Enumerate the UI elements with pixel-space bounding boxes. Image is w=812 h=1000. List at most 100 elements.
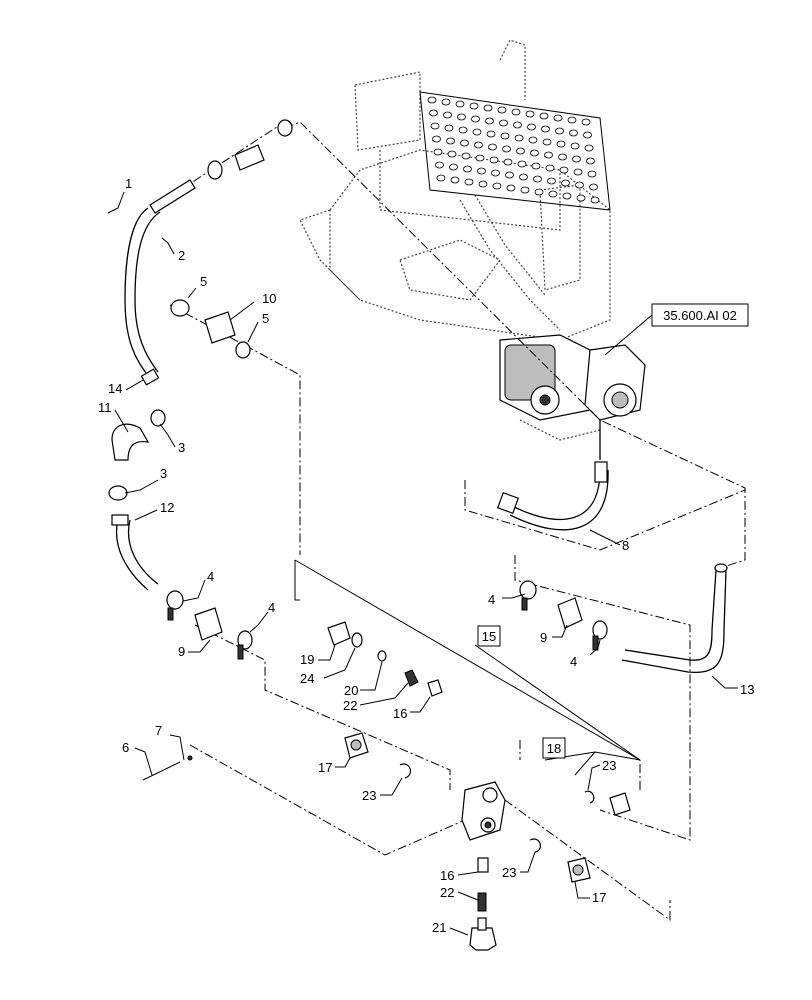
callout-5-upper[interactable]: 5	[200, 274, 207, 289]
callout-7[interactable]: 7	[155, 723, 162, 738]
plate-hole	[435, 161, 444, 169]
callout-3-lower[interactable]: 3	[160, 466, 167, 481]
plate-hole	[446, 137, 455, 145]
callout-24[interactable]: 24	[300, 671, 314, 686]
callout-22-lower[interactable]: 22	[440, 885, 454, 900]
plate-hole	[527, 123, 536, 131]
callout-20[interactable]: 20	[344, 683, 358, 698]
plate-hole	[528, 136, 538, 144]
callout-16-upper[interactable]: 16	[393, 706, 407, 721]
group-box-18[interactable]: 18	[542, 737, 566, 759]
callout-9-left[interactable]: 9	[178, 644, 185, 659]
plate-hole	[590, 196, 600, 204]
callout-23-left[interactable]: 23	[362, 788, 376, 803]
callout-23-right[interactable]: 23	[602, 758, 616, 773]
plate-hole	[511, 108, 521, 116]
clamp-5-lower	[235, 341, 251, 359]
plate-hole	[502, 145, 511, 153]
plate-hole	[429, 109, 438, 117]
plate-hole	[505, 171, 514, 179]
clamp-4-right-a	[519, 580, 537, 611]
sleeve-9-right	[557, 597, 583, 629]
fitting-17-left	[344, 732, 369, 759]
machine-frame-phantom	[299, 39, 611, 441]
fitting-group-18	[609, 792, 631, 816]
plate-hole	[516, 147, 525, 155]
plate-hole	[458, 126, 468, 134]
pin-6	[142, 761, 181, 781]
plate-hole	[539, 112, 549, 120]
hose-14	[124, 207, 151, 379]
plate-hole	[457, 113, 466, 121]
plate-hole	[463, 165, 472, 173]
callout-21[interactable]: 21	[432, 920, 446, 935]
plate-hole	[460, 139, 469, 147]
callout-10[interactable]: 10	[262, 291, 276, 306]
plate-hole	[520, 186, 530, 194]
plate-hole	[519, 173, 528, 181]
callout-4-right-b[interactable]: 4	[570, 654, 577, 669]
callout-12[interactable]: 12	[160, 500, 174, 515]
fittings-upper-row	[327, 621, 443, 697]
callout-22-upper[interactable]: 22	[343, 698, 357, 713]
callout-16-lower[interactable]: 16	[440, 868, 454, 883]
top-hose-assembly	[149, 119, 293, 214]
plate-hole	[485, 117, 494, 125]
ring-23-right	[584, 790, 595, 804]
plate-hole	[584, 144, 594, 152]
plate-hole	[471, 115, 480, 123]
callout-17-right[interactable]: 17	[592, 890, 606, 905]
hydraulic-pump	[499, 334, 646, 460]
callout-4-left-a[interactable]: 4	[207, 569, 214, 584]
plate-hole	[545, 164, 555, 172]
plate-hole	[506, 184, 516, 192]
plate-hole	[472, 128, 482, 136]
callout-2[interactable]: 2	[178, 248, 185, 263]
callout-1[interactable]: 1	[125, 176, 132, 191]
callout-9-right[interactable]: 9	[540, 630, 547, 645]
reference-label: 35.600.AI 02	[663, 308, 737, 323]
plate-hole	[544, 151, 553, 159]
plate-hole	[572, 155, 581, 163]
plate-hole	[478, 180, 488, 188]
callout-19[interactable]: 19	[300, 652, 314, 667]
plate-hole	[525, 110, 535, 118]
plate-hole	[447, 150, 457, 158]
callout-4-left-b[interactable]: 4	[268, 600, 275, 615]
plate-hole	[444, 124, 454, 132]
plate-hole	[433, 148, 443, 156]
assembly-lines	[164, 121, 746, 921]
perforated-plate	[419, 91, 611, 211]
sleeve-10	[204, 311, 236, 344]
plate-hole	[562, 192, 572, 200]
callout-3-upper[interactable]: 3	[178, 440, 185, 455]
callout-14[interactable]: 14	[108, 381, 122, 396]
clamp-4-left-b	[237, 630, 253, 660]
group-box-15[interactable]: 15	[477, 625, 501, 647]
callout-23-mid[interactable]: 23	[502, 865, 516, 880]
callout-5-lower[interactable]: 5	[262, 311, 269, 326]
plate-hole	[559, 166, 569, 174]
clamp-5-upper	[170, 299, 190, 317]
reference-box[interactable]: 35.600.AI 02	[604, 303, 749, 356]
callout-17-left[interactable]: 17	[318, 760, 332, 775]
plate-hole	[432, 135, 441, 143]
callout-11[interactable]: 11	[98, 400, 112, 415]
sleeve-9-left	[194, 607, 223, 641]
callout-13[interactable]: 13	[740, 682, 754, 697]
ring-23-mid	[529, 838, 542, 853]
plate-hole	[461, 152, 471, 160]
plate-hole	[530, 149, 539, 157]
elbow-11	[111, 423, 150, 461]
callout-6[interactable]: 6	[122, 740, 129, 755]
callout-4-right-a[interactable]: 4	[488, 592, 495, 607]
fitting-17-right	[567, 857, 591, 883]
plate-hole	[503, 158, 513, 166]
plate-hole	[483, 104, 493, 112]
plate-hole	[548, 190, 558, 198]
callout-8[interactable]: 8	[622, 538, 629, 553]
plate-hole	[491, 169, 500, 177]
tube-13	[624, 569, 717, 661]
